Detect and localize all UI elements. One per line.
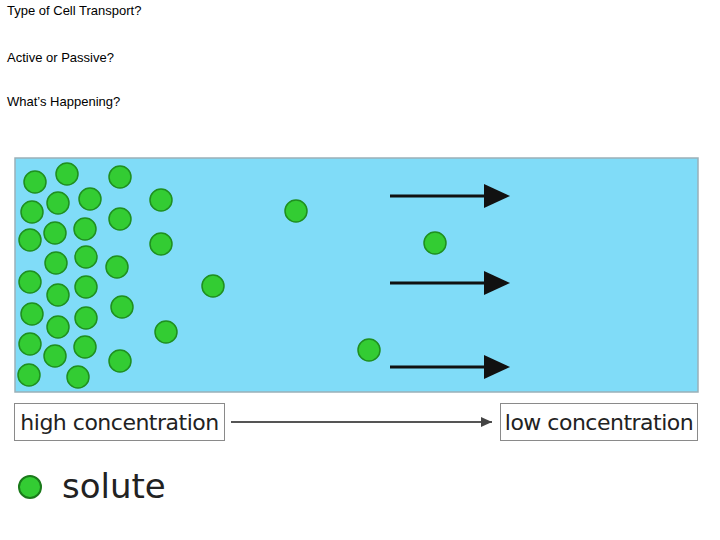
solute-particle xyxy=(285,200,307,222)
solute-particle xyxy=(106,256,128,278)
movement-arrow-shaft xyxy=(390,282,488,285)
concentration-box: high concentration xyxy=(14,403,225,441)
solute-particle xyxy=(19,229,41,251)
concentration-box: low concentration xyxy=(500,403,698,441)
question-label: Type of Cell Transport? xyxy=(7,3,141,18)
movement-arrow-head xyxy=(484,271,510,295)
solute-particle xyxy=(150,233,172,255)
solute-particle xyxy=(21,303,43,325)
solute-particle xyxy=(155,321,177,343)
solute-particle xyxy=(24,171,46,193)
solute-particle xyxy=(67,366,89,388)
movement-arrow-head xyxy=(484,184,510,208)
solute-particle xyxy=(47,284,69,306)
solute-particle xyxy=(109,350,131,372)
solute-particle xyxy=(47,192,69,214)
solute-particle xyxy=(44,222,66,244)
movement-arrow-head xyxy=(484,355,510,379)
solute-particle xyxy=(44,345,66,367)
solute-particle xyxy=(18,364,40,386)
solute-particle xyxy=(424,232,446,254)
solute-particle xyxy=(358,339,380,361)
solute-particle xyxy=(109,208,131,230)
solute-particle xyxy=(75,246,97,268)
movement-arrows xyxy=(390,184,510,379)
solute-particle xyxy=(111,296,133,318)
solute-particle xyxy=(56,163,78,185)
solute-particle xyxy=(150,189,172,211)
solute-particle xyxy=(75,307,97,329)
connector-arrowhead xyxy=(481,417,492,427)
solute-particles xyxy=(18,163,446,388)
solute-particle xyxy=(79,188,101,210)
solute-particle xyxy=(74,336,96,358)
solute-particle xyxy=(19,271,41,293)
connector-line xyxy=(231,421,492,423)
solute-particle xyxy=(47,316,69,338)
legend-swatch xyxy=(18,475,42,499)
movement-arrow-shaft xyxy=(390,366,488,369)
concentration-label: high concentration xyxy=(20,410,218,435)
legend-label: solute xyxy=(62,466,166,506)
solute-particle xyxy=(21,201,43,223)
question-label: What’s Happening? xyxy=(7,94,120,109)
solution-region xyxy=(15,158,698,392)
movement-arrow-shaft xyxy=(390,195,488,198)
solute-particle xyxy=(74,218,96,240)
solute-particle xyxy=(45,252,67,274)
question-label: Active or Passive? xyxy=(7,50,114,65)
solute-particle xyxy=(75,276,97,298)
gradient-connector xyxy=(231,417,492,427)
concentration-label: low concentration xyxy=(505,410,693,435)
solute-particle xyxy=(202,275,224,297)
solute-particle xyxy=(109,166,131,188)
solute-particle xyxy=(19,333,41,355)
